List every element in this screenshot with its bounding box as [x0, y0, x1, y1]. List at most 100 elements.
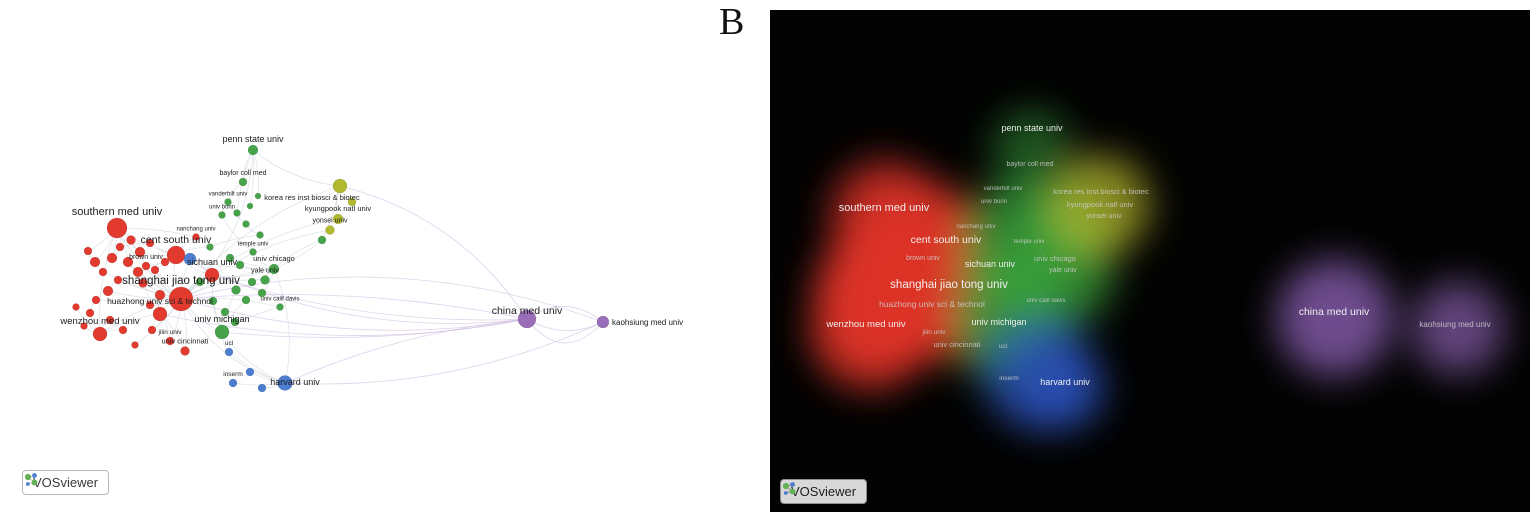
network-edge: [284, 321, 604, 385]
network-node[interactable]: [154, 289, 166, 301]
network-node[interactable]: [246, 202, 254, 210]
network-node[interactable]: [332, 178, 348, 194]
network-edge: [175, 254, 528, 324]
network-node[interactable]: [131, 341, 139, 349]
network-node[interactable]: [245, 367, 255, 377]
network-node[interactable]: [105, 315, 115, 325]
network-node[interactable]: [242, 220, 250, 228]
network-node[interactable]: [145, 300, 155, 310]
network-node[interactable]: [195, 277, 205, 287]
network-node[interactable]: [225, 253, 235, 263]
network-node[interactable]: [98, 267, 108, 277]
network-node[interactable]: [325, 225, 335, 235]
network-node[interactable]: [204, 267, 220, 283]
node-label: univ calif davis: [260, 297, 299, 303]
density-label: yonsei univ: [1086, 213, 1122, 220]
network-node[interactable]: [257, 288, 267, 298]
network-edge: [189, 258, 275, 270]
network-node[interactable]: [220, 307, 230, 317]
network-node[interactable]: [147, 325, 157, 335]
network-node[interactable]: [224, 198, 232, 206]
network-node[interactable]: [256, 231, 264, 239]
network-node[interactable]: [260, 275, 270, 285]
network-node[interactable]: [141, 261, 151, 271]
network-node[interactable]: [241, 295, 251, 305]
network-node[interactable]: [132, 266, 144, 278]
network-node[interactable]: [257, 383, 267, 393]
network-edge: [273, 268, 290, 384]
network-node[interactable]: [268, 263, 280, 275]
network-node[interactable]: [183, 252, 197, 266]
network-node[interactable]: [224, 347, 234, 357]
network-node[interactable]: [102, 285, 114, 297]
network-node[interactable]: [106, 252, 118, 264]
network-node[interactable]: [126, 235, 136, 245]
vosviewer-badge-a: VOSviewer: [22, 470, 110, 495]
network-node[interactable]: [214, 324, 230, 340]
network-node[interactable]: [118, 325, 128, 335]
network-edge: [180, 294, 528, 320]
network-node[interactable]: [85, 308, 95, 318]
node-label: yale univ: [251, 268, 279, 275]
network-edge: [249, 149, 255, 207]
network-node[interactable]: [165, 336, 175, 346]
network-edge: [209, 234, 261, 248]
network-node[interactable]: [180, 346, 190, 356]
network-node[interactable]: [347, 197, 357, 207]
network-node[interactable]: [138, 278, 148, 288]
density-label: yale univ: [1049, 267, 1077, 274]
network-node[interactable]: [332, 213, 344, 225]
network-node[interactable]: [192, 233, 200, 241]
network-node[interactable]: [208, 296, 218, 306]
network-node[interactable]: [235, 260, 245, 270]
network-node[interactable]: [89, 256, 101, 268]
network-node[interactable]: [145, 238, 155, 248]
network-node[interactable]: [91, 295, 101, 305]
density-label: kyungpook natl univ: [1067, 200, 1134, 209]
network-node[interactable]: [238, 177, 248, 187]
network-node[interactable]: [166, 245, 186, 265]
network-node[interactable]: [83, 246, 93, 256]
density-label: china med univ: [1299, 306, 1370, 318]
network-edge: [526, 318, 604, 331]
network-node[interactable]: [72, 303, 80, 311]
network-node[interactable]: [230, 317, 240, 327]
network-node[interactable]: [168, 286, 194, 312]
network-node[interactable]: [134, 246, 146, 258]
network-node[interactable]: [92, 326, 108, 342]
network-node[interactable]: [249, 248, 257, 256]
network-node[interactable]: [317, 235, 327, 245]
node-label: nanchang univ: [176, 227, 215, 233]
network-node[interactable]: [206, 243, 214, 251]
network-node[interactable]: [276, 303, 284, 311]
network-node[interactable]: [231, 285, 241, 295]
network-node[interactable]: [160, 257, 170, 267]
network-node[interactable]: [277, 375, 293, 391]
network-edge: [211, 274, 528, 321]
network-node[interactable]: [228, 378, 238, 388]
node-label: inserm: [223, 371, 243, 378]
network-node[interactable]: [233, 209, 241, 217]
density-label: univ calif davis: [1026, 298, 1065, 304]
node-label: univ michigan: [194, 314, 249, 324]
network-node[interactable]: [247, 277, 257, 287]
network-node[interactable]: [517, 309, 537, 329]
network-node[interactable]: [122, 256, 134, 268]
density-label: inserm: [999, 375, 1019, 382]
network-node[interactable]: [80, 322, 88, 330]
network-node[interactable]: [247, 144, 259, 156]
network-node[interactable]: [218, 211, 226, 219]
network-node[interactable]: [150, 265, 160, 275]
network-node[interactable]: [254, 192, 262, 200]
node-label: korea res inst biosci & biotec: [264, 193, 360, 202]
network-node[interactable]: [152, 306, 168, 322]
network-node[interactable]: [115, 242, 125, 252]
network-edge: [526, 318, 604, 344]
network-node[interactable]: [113, 275, 123, 285]
network-node[interactable]: [106, 217, 128, 239]
network-node[interactable]: [596, 315, 610, 329]
